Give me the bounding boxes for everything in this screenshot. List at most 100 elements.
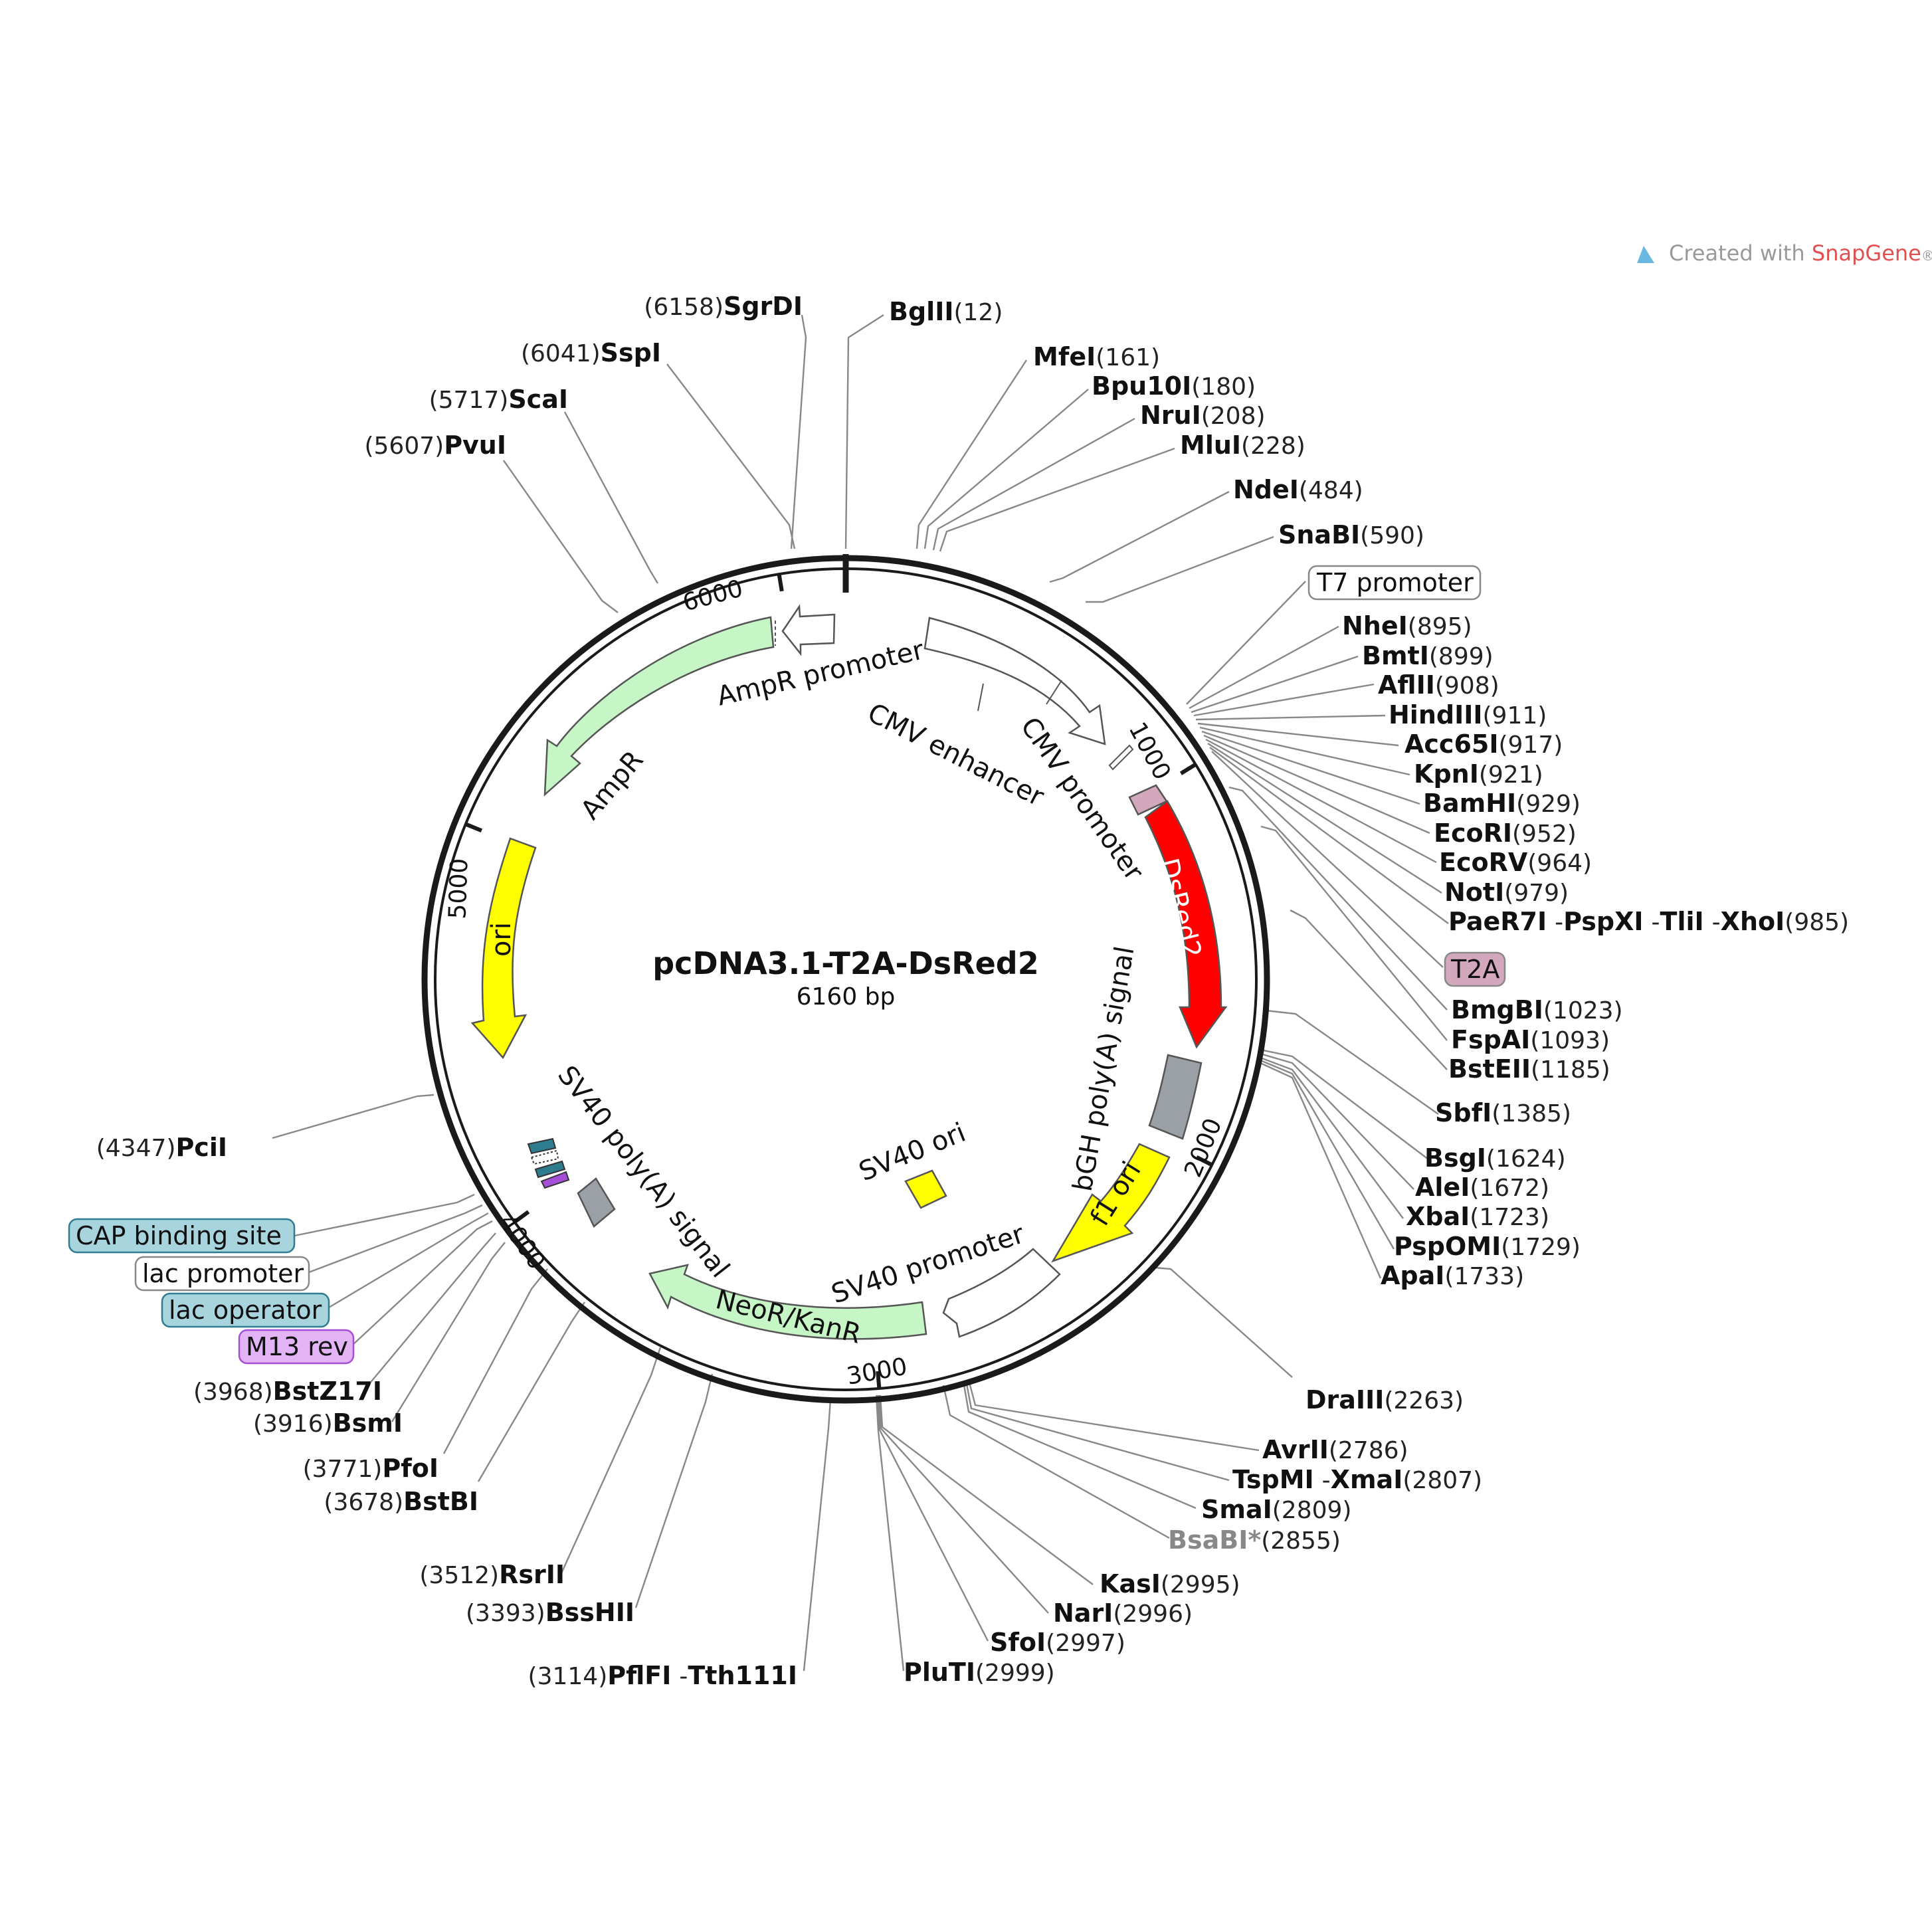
leader-ndei — [1049, 490, 1230, 583]
enzyme-name: XbaI — [1406, 1202, 1470, 1231]
enzyme-label[interactable]: KpnI(921) — [1414, 759, 1543, 789]
enzyme-label[interactable]: EcoRI(952) — [1434, 819, 1577, 848]
enzyme-name: EcoRV — [1439, 848, 1528, 877]
enzyme-label[interactable]: MluI(228) — [1180, 431, 1305, 460]
enzyme-name: AvrII — [1262, 1435, 1329, 1464]
enzyme-label[interactable]: (3393)BssHII — [466, 1598, 634, 1627]
enzyme-label[interactable]: AleI(1672) — [1415, 1173, 1549, 1202]
leader-bsmi — [391, 1242, 506, 1422]
feature-dsred2[interactable] — [1144, 800, 1228, 1049]
enzyme-position: (1023) — [1543, 997, 1623, 1024]
enzyme-label[interactable]: SfoI(2997) — [990, 1628, 1125, 1657]
enzyme-position: (3512) — [419, 1562, 499, 1589]
enzyme-label[interactable]: (3771)PfoI — [303, 1454, 438, 1483]
feature-neor[interactable] — [648, 1264, 927, 1340]
enzyme-label[interactable]: (3968)BstZ17I — [193, 1377, 382, 1406]
enzyme-position: (2807) — [1402, 1467, 1482, 1494]
label-sv40-ori: SV40 ori — [855, 1117, 970, 1188]
enzyme-label[interactable]: (4347)PciI — [96, 1133, 227, 1162]
leader-bglii — [844, 314, 884, 549]
leader-smai — [962, 1381, 1197, 1509]
enzyme-position: (3678) — [324, 1489, 403, 1516]
watermark-brand: SnapGene — [1812, 241, 1921, 266]
enzyme-label[interactable]: (3512)RsrII — [419, 1560, 565, 1589]
enzyme-label[interactable]: NarI(2996) — [1053, 1598, 1193, 1628]
enzyme-label[interactable]: BsgI(1624) — [1424, 1143, 1566, 1173]
enzyme-label[interactable]: BamHI(929) — [1423, 789, 1581, 818]
enzyme-label[interactable]: ApaI(1733) — [1381, 1261, 1524, 1290]
badge-cap-binding-site[interactable]: CAP binding site — [68, 1218, 296, 1254]
feature-cmv[interactable] — [923, 617, 1106, 745]
enzyme-label[interactable]: (3678)BstBI — [324, 1487, 478, 1516]
badge-t2a[interactable]: T2A — [1444, 951, 1506, 987]
enzyme-label[interactable]: SbfI(1385) — [1435, 1098, 1571, 1127]
enzyme-label[interactable]: FspAI(1093) — [1451, 1025, 1610, 1054]
enzyme-label[interactable]: BglII(12) — [889, 297, 1003, 326]
enzyme-label[interactable]: TspMI-XmaI(2807) — [1232, 1465, 1482, 1494]
enzyme-label[interactable]: HindIII(911) — [1389, 700, 1547, 729]
feature-ampr-promoter[interactable] — [781, 604, 836, 656]
enzyme-name: BstZ17I — [273, 1377, 382, 1406]
enzyme-label[interactable]: AvrII(2786) — [1262, 1435, 1408, 1464]
leader-sbfi — [1265, 1009, 1439, 1115]
enzyme-label[interactable]: NdeI(484) — [1233, 475, 1363, 504]
feature-sv40-polya[interactable] — [577, 1177, 616, 1228]
enzyme-label[interactable]: NotI(979) — [1444, 878, 1569, 907]
enzyme-position: (484) — [1299, 477, 1363, 504]
label-ori: ori — [486, 922, 517, 957]
enzyme-label[interactable]: EcoRV(964) — [1439, 848, 1592, 877]
enzyme-label[interactable]: BmgBI(1023) — [1451, 995, 1623, 1024]
enzyme-name: Acc65I — [1404, 729, 1498, 759]
enzyme-label[interactable]: PaeR7I-PspXI-TliI-XhoI(985) — [1448, 907, 1849, 936]
leader-pcii — [272, 1094, 435, 1139]
enzyme-label[interactable]: PspOMI(1729) — [1394, 1232, 1581, 1261]
enzyme-label[interactable]: (6158)SgrDI — [644, 292, 803, 321]
enzyme-label[interactable]: BmtI(899) — [1362, 641, 1494, 670]
enzyme-label[interactable]: DraIII(2263) — [1305, 1385, 1464, 1414]
badge-lac-operator[interactable]: lac operator — [161, 1292, 330, 1328]
enzyme-label[interactable]: SnaBI(590) — [1278, 520, 1424, 549]
enzyme-label[interactable]: AflII(908) — [1378, 670, 1499, 700]
enzyme-label[interactable]: Bpu10I(180) — [1092, 371, 1256, 401]
feature-sv40-promoter[interactable] — [942, 1248, 1061, 1338]
enzyme-label[interactable]: (3916)BsmI — [253, 1408, 403, 1438]
tick-label: 6000 — [680, 575, 745, 617]
enzyme-leader-lines — [272, 314, 1449, 1672]
backbone — [421, 554, 1270, 1404]
enzyme-label[interactable]: MfeI(161) — [1033, 342, 1160, 371]
enzyme-label[interactable]: XbaI(1723) — [1406, 1202, 1549, 1231]
plasmid-name: pcDNA3.1-T2A-DsRed2 — [652, 945, 1039, 981]
enzyme-name: NdeI — [1233, 475, 1299, 504]
feature-sv40-ori[interactable] — [904, 1169, 947, 1209]
badge-t7-promoter[interactable]: T7 promoter — [1307, 565, 1482, 601]
enzyme-name: AleI — [1415, 1173, 1470, 1202]
enzyme-name: PfoI — [382, 1454, 438, 1483]
feature-ampr[interactable] — [543, 616, 775, 797]
tick-mark — [876, 1371, 882, 1389]
enzyme-label[interactable]: NheI(895) — [1342, 611, 1472, 640]
badge-lac-promoter[interactable]: lac promoter — [134, 1256, 310, 1292]
feature-f1-ori[interactable] — [1051, 1143, 1171, 1263]
enzyme-label[interactable]: PluTI(2999) — [904, 1658, 1055, 1687]
leader-rsrii — [560, 1347, 662, 1574]
enzyme-name: FspAI — [1451, 1025, 1530, 1054]
enzyme-name: XhoI — [1721, 907, 1785, 936]
enzyme-label[interactable]: (5607)PvuI — [364, 431, 506, 460]
enzyme-label[interactable]: (6041)SspI — [521, 338, 661, 367]
enzyme-label[interactable]: BstEII(1185) — [1448, 1054, 1610, 1084]
enzyme-name: BstBI — [403, 1487, 478, 1516]
badge-m13-rev[interactable]: M13 rev — [238, 1329, 355, 1365]
enzyme-label[interactable]: (3114)PflFI-Tth111I — [528, 1661, 797, 1690]
enzyme-label[interactable]: BsaBI*(2855) — [1168, 1525, 1341, 1555]
enzyme-label[interactable]: SmaI(2809) — [1201, 1495, 1351, 1524]
enzyme-name: PspOMI — [1394, 1232, 1501, 1261]
feature-bgh-polya[interactable] — [1148, 1054, 1203, 1140]
leader-bstz17i — [365, 1232, 496, 1389]
enzyme-position: (3968) — [193, 1379, 273, 1406]
enzyme-label[interactable]: (5717)ScaI — [429, 385, 568, 414]
enzyme-label[interactable]: KasI(2995) — [1100, 1569, 1240, 1598]
enzyme-label[interactable]: NruI(208) — [1140, 401, 1266, 430]
enzyme-label[interactable]: Acc65I(917) — [1404, 729, 1563, 759]
enzyme-position: (5607) — [364, 433, 444, 460]
feature-ori[interactable] — [470, 837, 537, 1060]
